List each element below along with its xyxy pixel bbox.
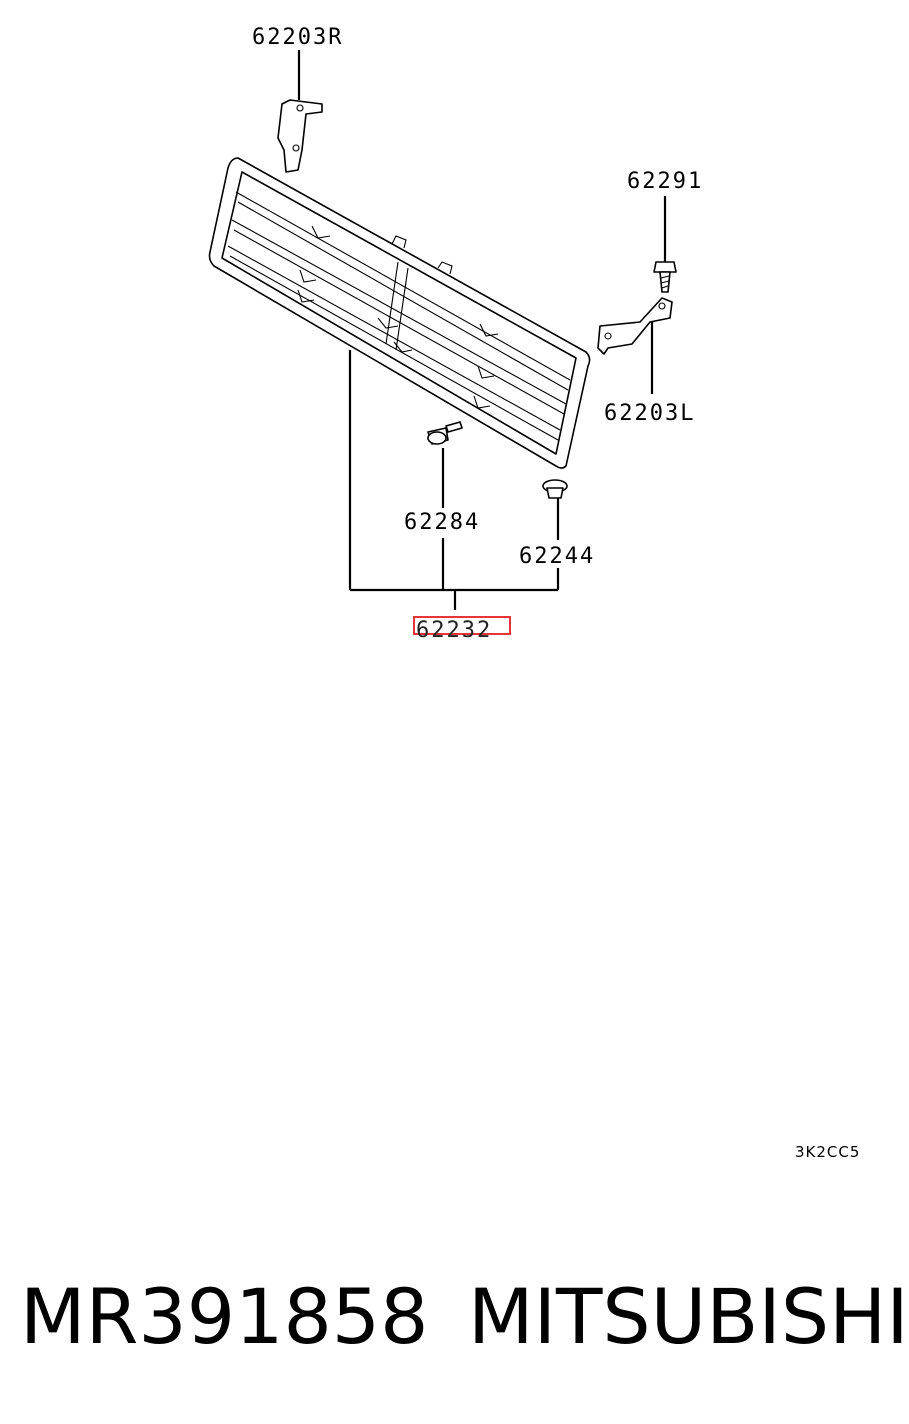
callout-62203L: 62203L bbox=[604, 401, 695, 426]
highlight-box bbox=[413, 616, 511, 635]
radiator-grille-drawing bbox=[208, 157, 591, 469]
screw-drawing bbox=[427, 421, 463, 445]
callout-62291: 62291 bbox=[627, 169, 703, 194]
part-caption: MR391858 MITSUBISHI bbox=[0, 1262, 909, 1372]
bracket-right-drawing bbox=[277, 99, 323, 173]
bracket-left-drawing bbox=[597, 297, 673, 355]
brand-name: MITSUBISHI bbox=[468, 1272, 909, 1361]
clip-drawing bbox=[542, 479, 568, 499]
bolt-drawing bbox=[653, 261, 677, 293]
leader-lines bbox=[297, 50, 667, 610]
callout-62203R: 62203R bbox=[252, 25, 343, 50]
callout-62244: 62244 bbox=[519, 544, 595, 569]
part-number: MR391858 bbox=[20, 1272, 429, 1361]
callout-62232[interactable]: 62232 bbox=[416, 618, 492, 643]
callout-62284: 62284 bbox=[404, 510, 480, 535]
drawing-code: 3K2CC5 bbox=[795, 1143, 860, 1161]
